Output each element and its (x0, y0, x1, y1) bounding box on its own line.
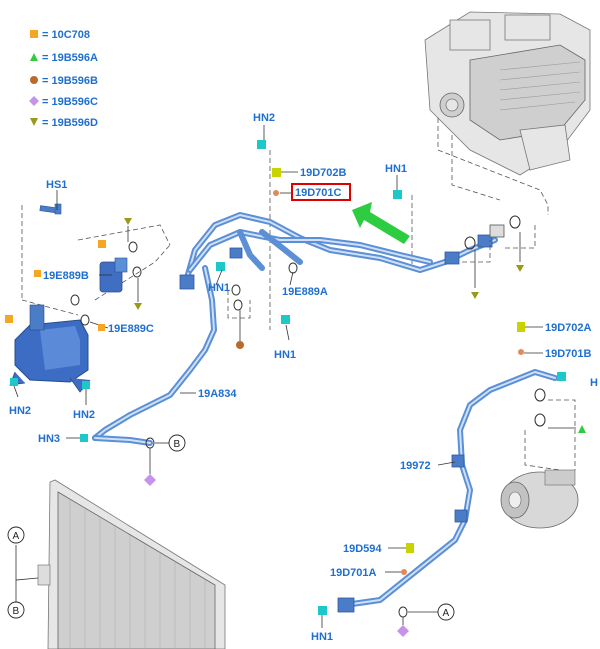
condenser (15, 479, 226, 649)
upper-pipe-assembly (92, 212, 498, 446)
label-19972[interactable]: 19972 (400, 460, 431, 472)
upper-right-seals (462, 215, 536, 299)
legend-item-2: = 19B596A (42, 52, 98, 64)
legend-triangle-down-symbol (30, 118, 38, 126)
label-19d702b[interactable]: 19D702B (300, 167, 347, 179)
green-arrow (352, 202, 410, 244)
label-hn2-top[interactable]: HN2 (253, 112, 275, 124)
label-hn2-left2[interactable]: HN2 (73, 409, 95, 421)
highlight-box-19d701c (291, 183, 351, 201)
connector-a-left[interactable]: A (13, 531, 20, 542)
label-19a834[interactable]: 19A834 (198, 388, 237, 400)
label-hn3[interactable]: HN3 (38, 433, 60, 445)
bolt-hs1 (39, 203, 62, 215)
label-hs1[interactable]: HS1 (46, 179, 67, 191)
label-19e889b-visible[interactable]: 19E889B (43, 270, 89, 282)
legend: = 10C708 = 19B596A = 19B596B = 19B596C =… (29, 29, 98, 129)
label-hn1-low[interactable]: HN1 (274, 349, 296, 361)
connector-a-right[interactable]: A (443, 608, 450, 619)
label-19d702a[interactable]: 19D702A (545, 322, 592, 334)
legend-item-4: = 19B596C (42, 96, 98, 108)
legend-square-symbol (30, 30, 38, 38)
compressor (500, 469, 579, 529)
connector-b-left[interactable]: B (13, 606, 20, 617)
legend-diamond-symbol (29, 96, 39, 106)
label-19e889c[interactable]: 19E889C (108, 323, 154, 335)
label-19d594[interactable]: 19D594 (343, 543, 382, 555)
label-19d701a[interactable]: 19D701A (330, 567, 377, 579)
label-19d701c[interactable]: 19D701C (295, 187, 342, 199)
left-component-group (5, 203, 171, 442)
upper-mid-clips (144, 140, 402, 486)
legend-item-5: = 19B596D (42, 117, 98, 129)
leader-lines (13, 125, 543, 628)
connector-markers: B A B A (7, 434, 455, 621)
legend-item-3: = 19B596B (42, 75, 98, 87)
label-hn-right[interactable]: H (590, 377, 598, 389)
label-hn1-mid[interactable]: HN1 (208, 282, 230, 294)
label-19e889a[interactable]: 19E889A (282, 286, 328, 298)
hvac-housing (424, 11, 591, 176)
connector-b-upper[interactable]: B (174, 439, 181, 450)
label-19d701b[interactable]: 19D701B (545, 348, 592, 360)
label-hn1-bottom[interactable]: HN1 (311, 631, 333, 643)
legend-circle-symbol (30, 76, 38, 84)
legend-item-1: = 10C708 (42, 29, 90, 41)
label-hn2-left[interactable]: HN2 (9, 405, 31, 417)
right-pipe-assembly (318, 322, 586, 637)
legend-triangle-symbol (30, 53, 38, 61)
label-hn1-top[interactable]: HN1 (385, 163, 407, 175)
part-labels: HS1 HN2 19D702B 19D701C HN1 19D701C 19E8… (9, 112, 598, 643)
